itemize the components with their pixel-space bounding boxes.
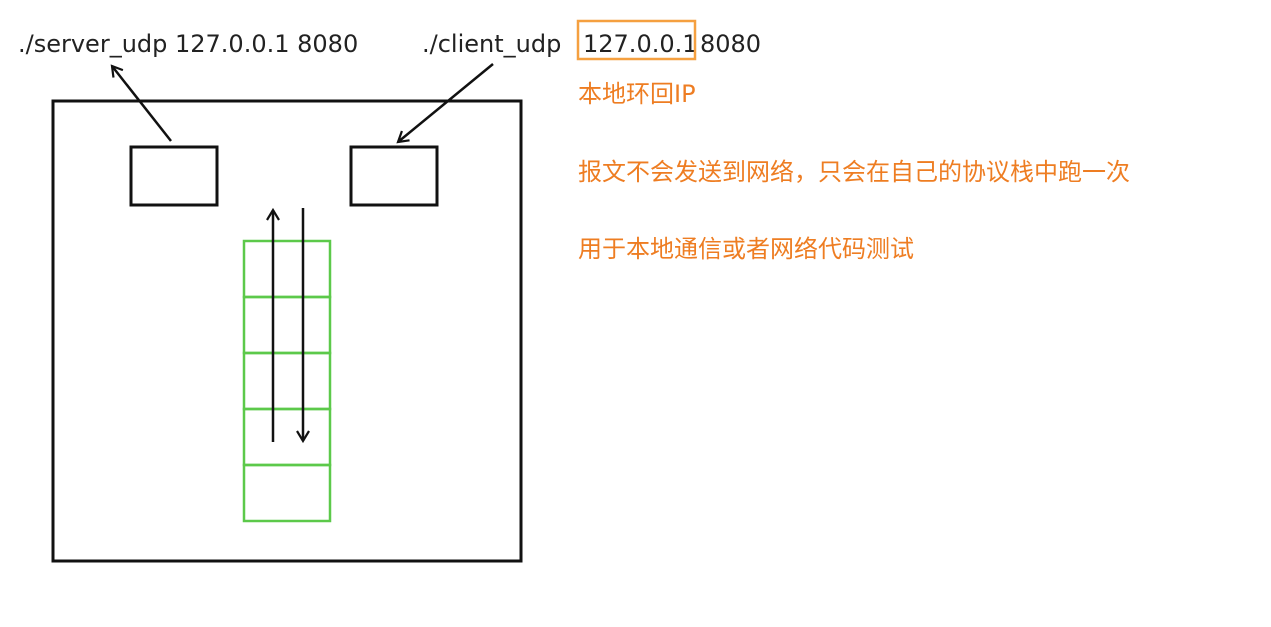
client-ip-highlight [576, 19, 697, 61]
client-command-ip: 127.0.0.1 [583, 30, 698, 58]
stack-layer [242, 407, 332, 467]
stack-layer [242, 239, 332, 299]
note-no-network: 报文不会发送到网络，只会在自己的协议栈中跑一次 [578, 158, 1130, 186]
note-usage: 用于本地通信或者网络代码测试 [578, 235, 914, 263]
client-process-box [349, 145, 439, 207]
server-process-box [129, 145, 219, 207]
client-command-port: 8080 [700, 30, 761, 58]
stack-layer [242, 463, 332, 523]
client-command-prefix: ./client_udp [422, 30, 561, 58]
note-loopback-ip: 本地环回IP [578, 80, 696, 108]
server-command: ./server_udp 127.0.0.1 8080 [18, 30, 358, 58]
client-arrow [396, 63, 494, 144]
stack-layer [242, 351, 332, 411]
host-machine-box [51, 99, 523, 563]
stack-layer [242, 295, 332, 355]
server-arrow [110, 64, 172, 142]
client-command: ./client_udp 127.0.0.1 8080 [422, 30, 761, 58]
protocol-stack [242, 239, 332, 523]
